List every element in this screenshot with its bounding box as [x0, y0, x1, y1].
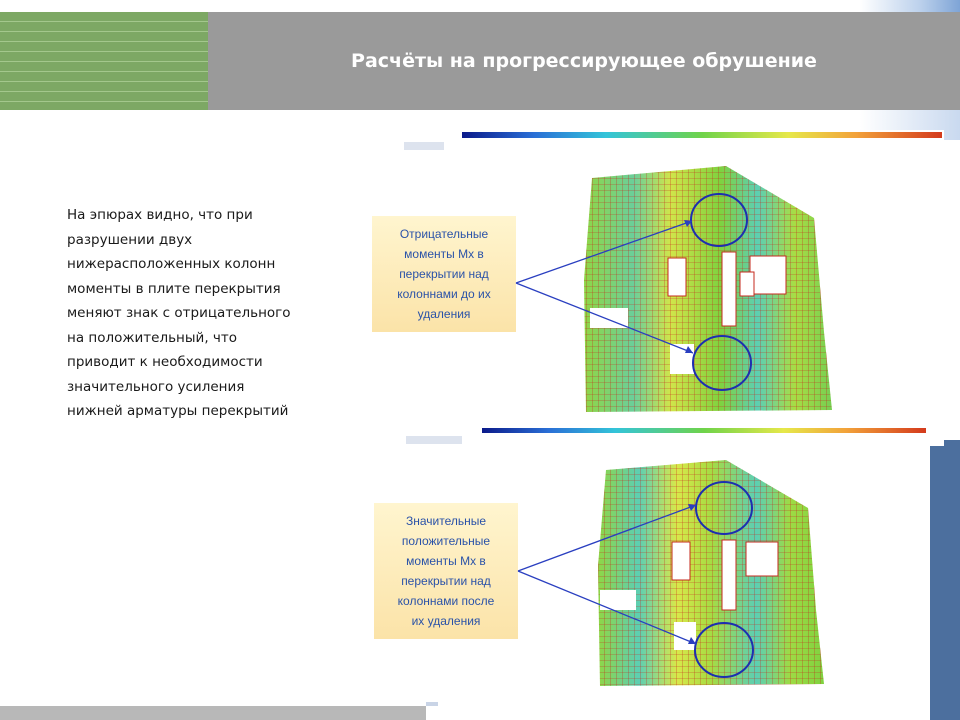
- bottom-bar: [0, 706, 426, 720]
- arrow-head: [685, 346, 693, 353]
- body-line: На эпюрах видно, что при: [67, 207, 253, 223]
- body-line: приводит к необходимости: [67, 354, 263, 370]
- callout-line: колоннами до их: [397, 287, 491, 301]
- callout-line: перекрытии над: [399, 267, 489, 281]
- plot-footer-mark: [426, 702, 438, 706]
- arrow-line: [517, 570, 697, 645]
- header-stripes-decoration: [0, 12, 208, 110]
- arrow-head: [688, 504, 696, 511]
- opening: [721, 539, 737, 611]
- opening: [667, 257, 687, 297]
- top-right-accent: [860, 0, 960, 12]
- arrow-head: [684, 220, 692, 227]
- arrow-line: [515, 220, 693, 284]
- opening: [600, 590, 636, 610]
- moment-plot-before-svg: [404, 132, 942, 412]
- callout-negative-moments: Отрицательные моменты Мх в перекрытии на…: [372, 216, 516, 332]
- callout-line: перекрытии над: [401, 574, 491, 588]
- callout-line: Отрицательные: [399, 227, 489, 241]
- opening: [739, 271, 755, 297]
- callout-line: удаления: [417, 307, 471, 321]
- opening: [721, 251, 737, 327]
- right-edge-accent: [930, 440, 960, 720]
- arrow-head: [688, 637, 696, 644]
- marker-circle-bottom: [692, 335, 752, 391]
- callout-positive-moments: Значительные положительные моменты Мх в …: [374, 503, 518, 639]
- body-text: На эпюрах видно, что при разрушении двух…: [67, 203, 322, 424]
- opening: [671, 541, 691, 581]
- arrow-line: [515, 282, 694, 354]
- body-line: значительного усиления: [67, 378, 245, 395]
- marker-circle-top: [690, 193, 748, 247]
- color-scale-legend-bar: [462, 132, 942, 138]
- body-line: на положительный, что: [67, 329, 237, 346]
- slide-title: Расчёты на прогрессирующее обрушение: [351, 50, 817, 72]
- moment-plot-after-svg: [406, 428, 926, 706]
- body-line: нижерасположенных колонн: [67, 256, 276, 272]
- callout-line: Значительные: [405, 514, 487, 528]
- color-scale-legend-bar: [482, 428, 926, 433]
- slab-grid: [584, 166, 832, 412]
- body-line: моменты в плите перекрытия: [67, 280, 281, 297]
- body-line: нижней арматуры перекрытий: [67, 403, 289, 419]
- legend-caption-icon: [406, 436, 462, 444]
- body-line: меняют знак с отрицательного: [67, 305, 291, 321]
- callout-line: колоннами после: [397, 594, 495, 608]
- body-line: разрушении двух: [67, 231, 193, 248]
- slab-grid: [598, 460, 824, 686]
- legend-caption-icon: [404, 142, 444, 150]
- marker-circle-top: [695, 481, 753, 535]
- callout-line: их удаления: [411, 614, 481, 628]
- arrow-line: [517, 504, 697, 572]
- callout-line: моменты Мх в: [404, 247, 484, 261]
- opening: [745, 541, 779, 577]
- callout-line: положительные: [401, 534, 491, 548]
- callout-line: моменты Мх в: [406, 554, 486, 568]
- marker-circle-bottom: [694, 622, 754, 678]
- opening: [749, 255, 787, 295]
